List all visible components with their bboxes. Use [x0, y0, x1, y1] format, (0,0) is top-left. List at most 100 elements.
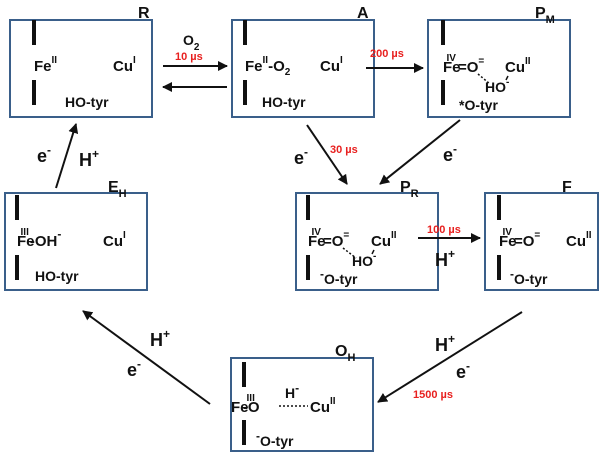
state-r: R FeII CuI HO-tyr	[34, 5, 150, 110]
state-label-subscript: H	[119, 188, 127, 200]
rate-r-to-a: 10 µs	[175, 51, 203, 63]
electron-charge: -	[47, 143, 51, 157]
tyrosinate: O-tyr	[260, 433, 294, 449]
fe-oxidation: IV	[312, 227, 322, 238]
tyrosine: HO-tyr	[35, 268, 79, 284]
tyrosine-charge: -	[256, 429, 260, 443]
state-a: A FeII-O2 CuI HO-tyr	[245, 5, 369, 110]
ligand-charge: =	[343, 230, 349, 241]
tyrosine-radical: *O-tyr	[459, 97, 498, 113]
fe-atom: Fe	[17, 233, 35, 250]
fe-oxidation: III	[21, 227, 30, 238]
electron-charge: -	[453, 142, 457, 156]
svg-text:FeII-O2: FeII-O2	[245, 55, 291, 78]
proton-charge: +	[92, 147, 99, 161]
proton-charge: +	[163, 327, 170, 341]
svg-text:CuI: CuI	[103, 230, 126, 250]
o2-subscript: 2	[194, 42, 200, 53]
hydroxide-charge: -	[506, 77, 509, 88]
fe-oxidation: III	[247, 393, 256, 404]
state-pm: PM FeIV=O= CuII HO- *O-tyr	[443, 5, 555, 113]
cu-oxidation: II	[586, 230, 592, 241]
fe-atom: Fe	[34, 58, 52, 75]
fe-atom: Fe	[231, 399, 249, 416]
state-label: O	[335, 343, 347, 360]
state-box-pm	[427, 19, 571, 118]
ligand-charge: =	[534, 230, 540, 241]
svg-text:e-: e-	[127, 357, 141, 380]
svg-text:FeIV=O=: FeIV=O=	[308, 227, 349, 250]
svg-text:-O-tyr: -O-tyr	[256, 429, 294, 449]
state-box-f	[484, 192, 599, 291]
ligand-charge: =	[478, 56, 484, 67]
arrow-oh-to-eh	[82, 310, 211, 405]
svg-text:-O-tyr: -O-tyr	[510, 267, 548, 287]
tyrosinate: O-tyr	[324, 271, 358, 287]
state-label: F	[562, 179, 572, 196]
cu-oxidation: I	[340, 55, 343, 66]
svg-text:OH: OH	[335, 343, 355, 364]
rate-a-to-pr: 30 µs	[330, 144, 358, 156]
hydrogen-bond	[342, 247, 357, 259]
state-box-r	[9, 19, 153, 118]
fe-oxidation: II	[263, 55, 269, 66]
state-oh: OH FeIII - O H- CuII -O-tyr	[231, 343, 355, 449]
state-box-eh	[4, 192, 148, 291]
arrow-pm-to-pr	[379, 119, 461, 185]
o2-reagent: O	[183, 32, 194, 48]
cu-atom: Cu	[310, 399, 330, 416]
rate-pr-to-f: 100 µs	[427, 224, 461, 236]
fe-ligand: -O	[268, 58, 285, 75]
state-box-pr	[295, 192, 439, 291]
state-label: R	[138, 5, 150, 22]
tyrosine-charge: -	[510, 267, 514, 281]
svg-text:HO-: HO-	[352, 251, 376, 269]
svg-text:e-: e-	[294, 145, 308, 168]
svg-text:FeIV=O=: FeIV=O=	[443, 53, 484, 76]
electron-reagent: e	[127, 360, 137, 380]
proton-charge: +	[448, 332, 455, 346]
svg-text:H+: H+	[435, 247, 455, 270]
electron-reagent: e	[443, 145, 453, 165]
cu-atom: Cu	[566, 233, 586, 250]
cu-hydroxide-bond	[505, 75, 509, 81]
state-label-subscript: H	[347, 352, 355, 364]
proton-reagent: H	[79, 150, 92, 170]
state-label: P	[535, 5, 546, 22]
arrow-eh-to-r	[55, 123, 79, 189]
svg-text:e-: e-	[456, 359, 470, 382]
tyrosine-charge: -	[320, 267, 324, 281]
state-eh: EH FeIII-OH- CuI HO-tyr	[17, 179, 127, 284]
svg-text:CuII: CuII	[310, 396, 336, 416]
tyrosinate: O-tyr	[514, 271, 548, 287]
svg-text:HO-: HO-	[485, 77, 509, 95]
cu-hydroxide-bond	[371, 249, 375, 255]
fe-ligand: =O	[514, 233, 535, 250]
state-box-oh	[230, 357, 374, 452]
svg-text:H+: H+	[435, 332, 455, 355]
hydroxide-charge: -	[373, 251, 376, 262]
svg-text:EH: EH	[108, 179, 127, 200]
fe-ligand: =O	[323, 233, 344, 250]
proton-reagent: H	[435, 250, 448, 270]
state-f: F FeIV=O= CuII -O-tyr	[499, 179, 592, 287]
svg-text:H+: H+	[79, 147, 99, 170]
svg-text:CuII: CuII	[371, 230, 397, 250]
svg-text:H-: H-	[285, 381, 299, 401]
fe-oxidation: II	[52, 55, 58, 66]
svg-text:FeII: FeII	[34, 55, 57, 75]
svg-text:O2: O2	[183, 32, 200, 53]
bridging-hydrogen: H	[285, 385, 295, 401]
cu-oxidation: I	[133, 55, 136, 66]
cu-atom: Cu	[113, 58, 133, 75]
state-label-subscript: R	[411, 188, 419, 200]
fe-oxidation: IV	[503, 227, 513, 238]
state-label: A	[357, 5, 369, 22]
hydrogen-bond	[477, 73, 491, 85]
electron-reagent: e	[37, 146, 47, 166]
cu-oxidation: II	[330, 396, 336, 407]
electron-charge: -	[466, 359, 470, 373]
svg-text:CuII: CuII	[566, 230, 592, 250]
cu-atom: Cu	[505, 59, 525, 76]
